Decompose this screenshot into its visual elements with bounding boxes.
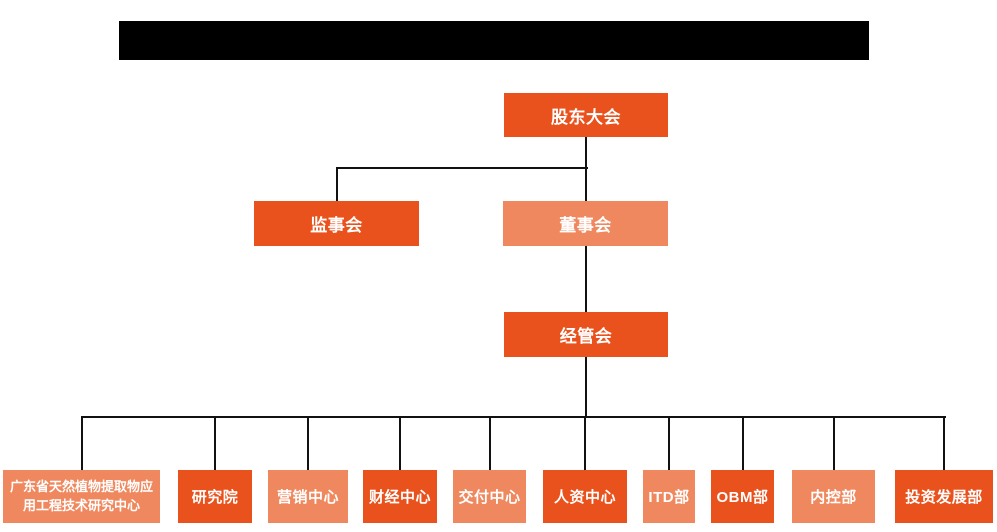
org-node-label: 人资中心 (553, 489, 616, 506)
connector-line (585, 280, 587, 312)
org-node-management-committee: 经管会 (504, 312, 668, 357)
org-node-board-of-directors: 董事会 (503, 201, 668, 246)
connector-line (585, 246, 587, 280)
connector-line (585, 357, 587, 417)
redacted-title-bar (119, 21, 869, 60)
org-node-investment-dev-dept: 投资发展部 (895, 470, 993, 523)
org-node-label: 监事会 (310, 216, 363, 235)
org-node-label: 广东省天然植物提取物应用工程技术研究中心 (9, 478, 153, 513)
connector-line (584, 417, 586, 470)
org-node-itd-dept: ITD部 (643, 470, 695, 523)
org-node-research-institute: 研究院 (178, 470, 252, 523)
org-node-label: ITD部 (648, 489, 690, 506)
org-node-finance-center: 财经中心 (363, 470, 437, 523)
connector-line (742, 417, 744, 470)
connector-line (943, 417, 945, 470)
connector-line (668, 417, 670, 470)
org-node-label: 经管会 (559, 327, 613, 346)
org-node-label: 交付中心 (458, 489, 521, 506)
connector-line (489, 417, 491, 470)
org-node-supervisory-board: 监事会 (254, 201, 419, 246)
connector-line (585, 168, 587, 201)
org-node-gd-research-center: 广东省天然植物提取物应用工程技术研究中心 (3, 470, 160, 523)
org-node-hr-center: 人资中心 (543, 470, 627, 523)
org-node-obm-dept: OBM部 (711, 470, 774, 523)
org-node-internal-control-dept: 内控部 (792, 470, 875, 523)
org-node-label: 内控部 (810, 489, 857, 506)
connector-line (307, 417, 309, 470)
org-node-label: OBM部 (716, 489, 769, 506)
org-node-label: 董事会 (559, 216, 612, 235)
org-node-marketing-center: 营销中心 (268, 470, 348, 523)
connector-line (214, 417, 216, 470)
org-node-label: 投资发展部 (905, 489, 983, 506)
org-node-label: 营销中心 (276, 489, 339, 506)
connector-line (833, 417, 835, 470)
org-node-delivery-center: 交付中心 (453, 470, 526, 523)
connector-line (585, 137, 587, 168)
org-node-label: 股东大会 (551, 107, 621, 127)
connector-line (81, 416, 946, 418)
connector-line (336, 168, 338, 201)
connector-line (399, 417, 401, 470)
org-node-label: 研究院 (191, 489, 239, 506)
org-node-label: 财经中心 (368, 489, 431, 506)
connector-line (336, 167, 588, 169)
connector-line (81, 417, 83, 470)
org-node-shareholders-meeting: 股东大会 (504, 93, 668, 137)
